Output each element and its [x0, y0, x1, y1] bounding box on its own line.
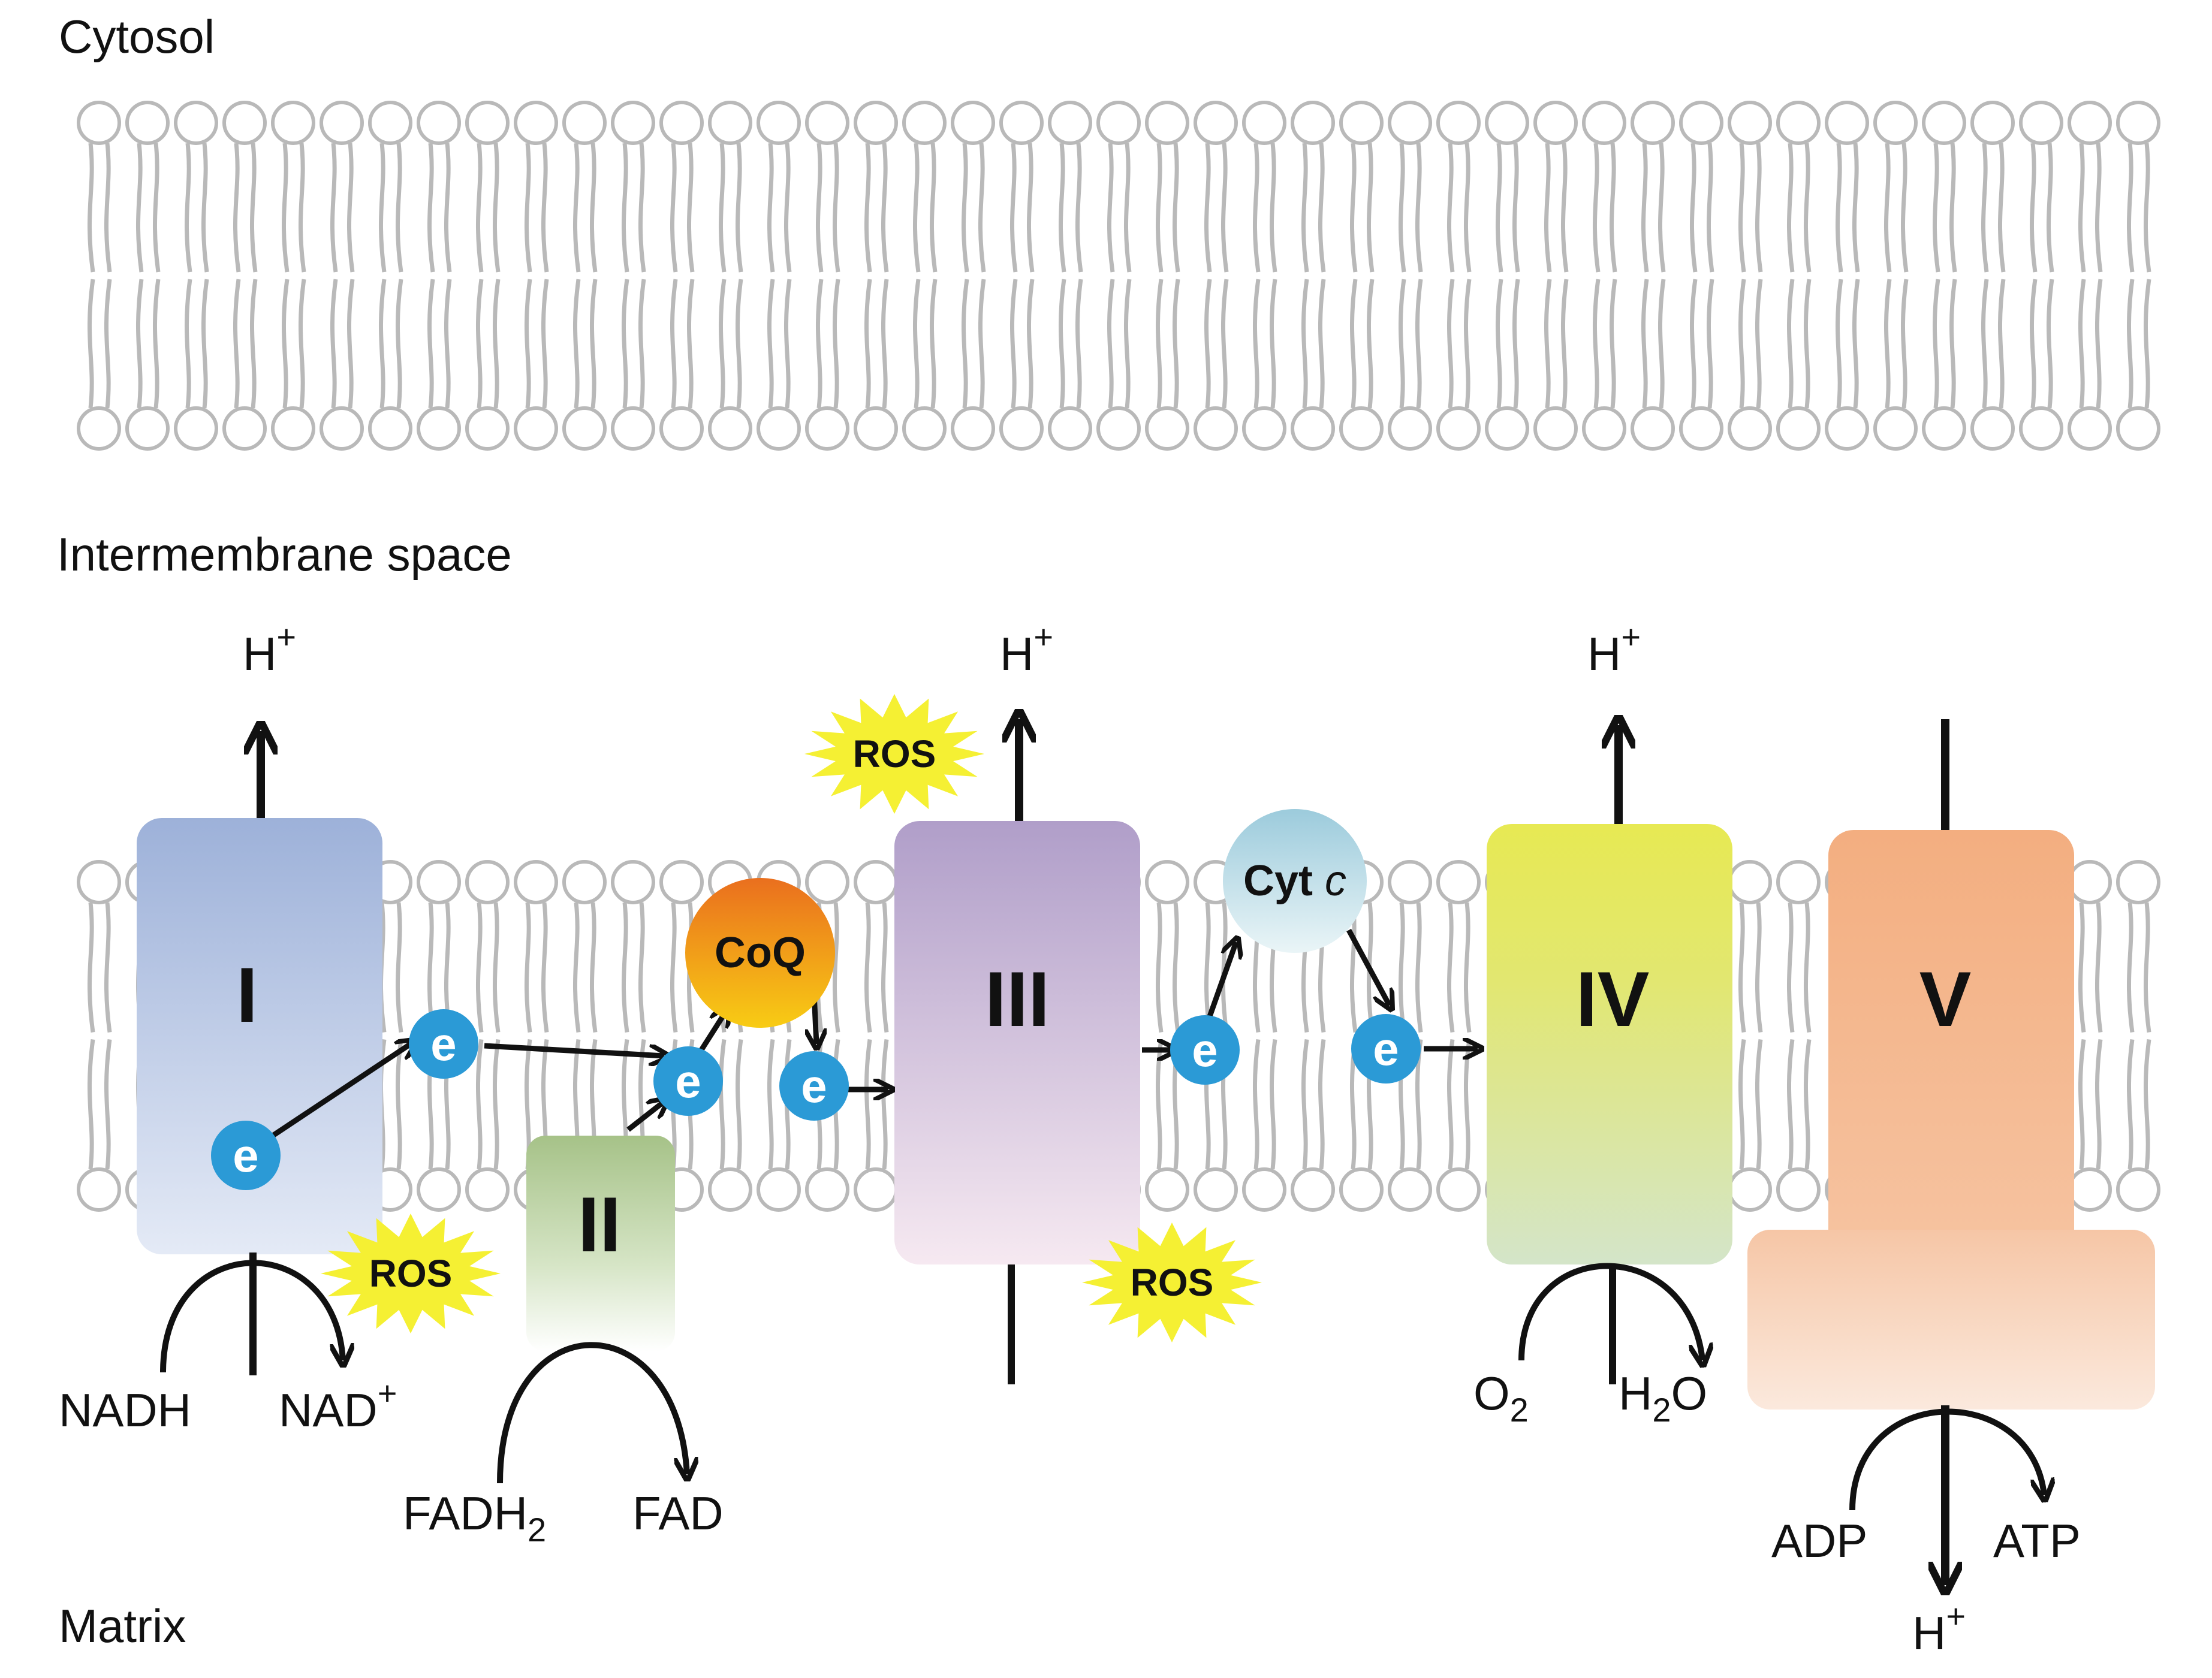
flow-arrow-9	[1346, 928, 1390, 1006]
intermembrane-space-label: Intermembrane space	[57, 528, 512, 581]
oxygen-reaction-arrow	[1518, 1263, 1702, 1361]
matrix-label: Matrix	[59, 1599, 186, 1652]
complex-I-label: I	[236, 951, 258, 1039]
ros-burst-complex-III-label: ROS	[1131, 1261, 1214, 1304]
flow-arrow-3	[626, 1101, 664, 1132]
ros-burst-top-III	[804, 694, 984, 814]
electron-4: e	[779, 1051, 849, 1121]
fadh2-reaction-arrow	[497, 1342, 687, 1484]
electron-3: e	[653, 1046, 723, 1116]
proton-label-complex-I: H+	[243, 618, 296, 680]
fadh2-label: FADH2	[403, 1487, 546, 1549]
proton-label-complex-III: H+	[1000, 618, 1053, 680]
ros-burst-complex-I	[321, 1214, 501, 1333]
cyt-c-label: Cyt c	[1243, 857, 1346, 905]
svg-text:e: e	[1373, 1022, 1399, 1075]
ros-burst-top-III-label: ROS	[853, 732, 936, 775]
nadh-label: NADH	[59, 1384, 191, 1436]
complex-V-base	[1747, 1230, 2155, 1410]
complex-III	[894, 821, 1140, 1264]
complex-II	[526, 1136, 675, 1351]
fad-label: FAD	[632, 1487, 724, 1540]
svg-text:e: e	[675, 1055, 701, 1107]
atp-label: ATP	[1993, 1514, 2081, 1567]
electron-5: e	[1170, 1015, 1240, 1085]
complex-V	[1828, 830, 2074, 1273]
electron-6: e	[1351, 1014, 1421, 1084]
electron-flow-arrows	[271, 928, 1478, 1138]
ros-burst-complex-III	[1082, 1223, 1262, 1342]
complex-III-label: III	[985, 955, 1050, 1043]
ros-burst-complex-I-label: ROS	[369, 1252, 453, 1295]
coq-label: CoQ	[715, 929, 806, 977]
nadh-reaction-arrow	[160, 1260, 343, 1373]
complex-V-label: V	[1919, 955, 1972, 1043]
electron-2: e	[409, 1009, 478, 1079]
svg-text:e: e	[1192, 1024, 1217, 1076]
svg-text:e: e	[430, 1018, 456, 1070]
electrons: e e e e e e	[211, 1009, 1421, 1190]
flow-arrow-1	[271, 1043, 412, 1138]
complex-IV	[1487, 824, 1732, 1264]
outer-membrane	[77, 101, 2160, 451]
svg-text:e: e	[801, 1060, 827, 1112]
cytochrome-c	[1223, 809, 1367, 953]
electron-1: e	[211, 1121, 281, 1190]
flow-arrow-8	[1207, 942, 1236, 1018]
complex-I	[137, 818, 382, 1254]
ros-bursts: ROS ROS ROS	[321, 694, 1262, 1342]
complex-IV-label: IV	[1576, 955, 1650, 1043]
adp-label: ADP	[1771, 1514, 1867, 1567]
proton-label-complex-IV: H+	[1587, 618, 1641, 680]
flow-arrow-2	[484, 1043, 664, 1056]
complex-II-label: II	[578, 1181, 621, 1268]
proton-label-complex-V: H+	[1912, 1597, 1966, 1659]
h2o-label: H2O	[1619, 1367, 1707, 1429]
cytosol-label: Cytosol	[59, 10, 215, 63]
svg-text:e: e	[233, 1129, 258, 1182]
o2-label: O2	[1473, 1367, 1529, 1429]
adp-reaction-arrow	[1849, 1408, 2044, 1511]
coenzyme-q	[685, 878, 835, 1028]
nad-label: NAD+	[279, 1374, 397, 1436]
